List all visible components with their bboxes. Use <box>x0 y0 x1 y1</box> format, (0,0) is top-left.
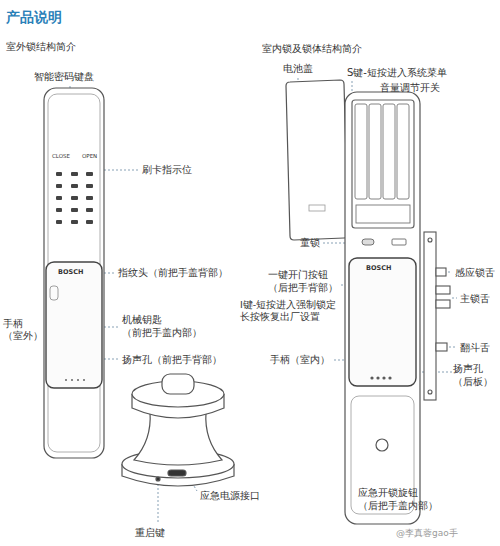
indoor-lock-part <box>345 92 420 524</box>
outdoor-lock-part <box>44 88 104 458</box>
indoor-lock-part <box>356 205 410 223</box>
keypad-part <box>56 220 62 224</box>
indoor-lock-part <box>383 377 385 379</box>
indoor-lock-part <box>355 104 367 199</box>
lock-body <box>424 232 450 400</box>
keypad-part <box>56 196 62 200</box>
part-label: 指纹头（前把手盖背部） <box>118 266 228 279</box>
part-label: 扬声孔（前把手背部） <box>122 353 222 366</box>
part-label: 应急开锁旋钮（后把手盖内部） <box>358 486 442 512</box>
part-label: 主锁舌 <box>460 292 490 305</box>
indoor-lock-part <box>376 439 388 451</box>
keypad-text: OPEN <box>82 153 97 160</box>
outdoor-handle-part <box>77 379 79 381</box>
section-heading: 室外锁结构简介 <box>6 40 76 53</box>
leader-lines-part <box>158 484 159 522</box>
outdoor-handle-part <box>83 379 85 381</box>
keypad-part <box>71 184 78 188</box>
battery-cover-part <box>286 80 348 240</box>
indoor-lock-part <box>352 100 414 228</box>
part-label: 智能密码键盘 <box>34 70 94 83</box>
outdoor-handle-part <box>71 379 73 381</box>
section-heading: 室内锁及锁体结构简介 <box>262 42 362 55</box>
keypad-part <box>56 208 62 212</box>
leader-lines-part <box>452 298 457 299</box>
keypad-part <box>86 184 93 188</box>
keypad-part <box>86 220 93 224</box>
keypad <box>56 172 93 224</box>
keypad-part <box>86 196 93 200</box>
keypad-part <box>71 196 78 200</box>
keypad-part <box>71 208 78 212</box>
part-label: 翻斗舌 <box>460 341 490 354</box>
part-label: 机械钥匙（前把手盖内部） <box>122 313 206 339</box>
indoor-lock-part <box>397 104 409 199</box>
battery-cover <box>286 80 348 240</box>
outdoor-handle-part <box>46 262 102 388</box>
page-title: 产品说明 <box>6 8 62 26</box>
outdoor-handle-part <box>50 286 58 300</box>
keypad-text: CLOSE <box>52 153 70 160</box>
indoor-lock-part <box>377 377 379 379</box>
knob-module-part <box>134 412 222 465</box>
battery-cover-part <box>309 205 325 211</box>
lock-body-part <box>436 300 450 308</box>
part-label: 手柄（室内） <box>270 353 330 366</box>
leader-lines-part <box>449 347 457 348</box>
lock-body-part <box>424 232 436 400</box>
part-label: 手柄（室外） <box>3 318 43 343</box>
keypad-part <box>86 208 93 212</box>
part-label: S键-短按进入系统菜单 <box>347 66 447 79</box>
knob-module-part <box>156 477 160 481</box>
outdoor-handle <box>46 262 102 388</box>
keypad-part <box>86 172 93 176</box>
lock-body-part <box>428 390 432 394</box>
indoor-lock-part <box>392 239 406 245</box>
part-label: 扬声孔（后板） <box>453 362 497 388</box>
indoor-lock-part <box>349 258 416 386</box>
indoor-lock-part <box>389 377 391 379</box>
knob-module-part <box>168 470 186 476</box>
outdoor-lock <box>44 88 104 458</box>
outdoor-handle-part <box>65 379 67 381</box>
indoor-lock-part <box>383 104 395 199</box>
keypad-part <box>71 172 78 176</box>
part-label: 应急电源接口 <box>200 489 260 502</box>
indoor-lock-part <box>371 377 373 379</box>
watermark: @李真蓉gao手 <box>396 528 458 540</box>
part-label: 电池盖 <box>283 62 313 75</box>
brand-logo: BOSCH <box>58 268 83 276</box>
indoor-lock-part <box>369 104 381 199</box>
keypad-part <box>56 184 62 188</box>
brand-logo: BOSCH <box>366 264 391 272</box>
lock-body-part <box>436 286 450 294</box>
knob-module-part <box>162 374 194 394</box>
part-label: I键-短按进入强制锁定 长按恢复出厂设置 <box>240 299 346 324</box>
lock-body-part <box>436 343 447 351</box>
lock-body-part <box>436 268 446 276</box>
indoor-lock-part <box>362 239 374 245</box>
lock-body-part <box>428 238 432 242</box>
part-label: 童锁 <box>300 236 320 249</box>
knob-module <box>122 374 234 486</box>
keypad-part <box>71 220 78 224</box>
part-label: 刷卡指示位 <box>142 163 192 176</box>
indoor-lock <box>345 92 420 524</box>
part-label: 一键开门按钮（后把手背部） <box>268 268 340 294</box>
keypad-part <box>56 172 62 176</box>
part-label: 感应锁舌 <box>455 266 495 279</box>
part-label: 重启键 <box>135 526 165 539</box>
part-label: 音量调节开关 <box>380 81 440 94</box>
